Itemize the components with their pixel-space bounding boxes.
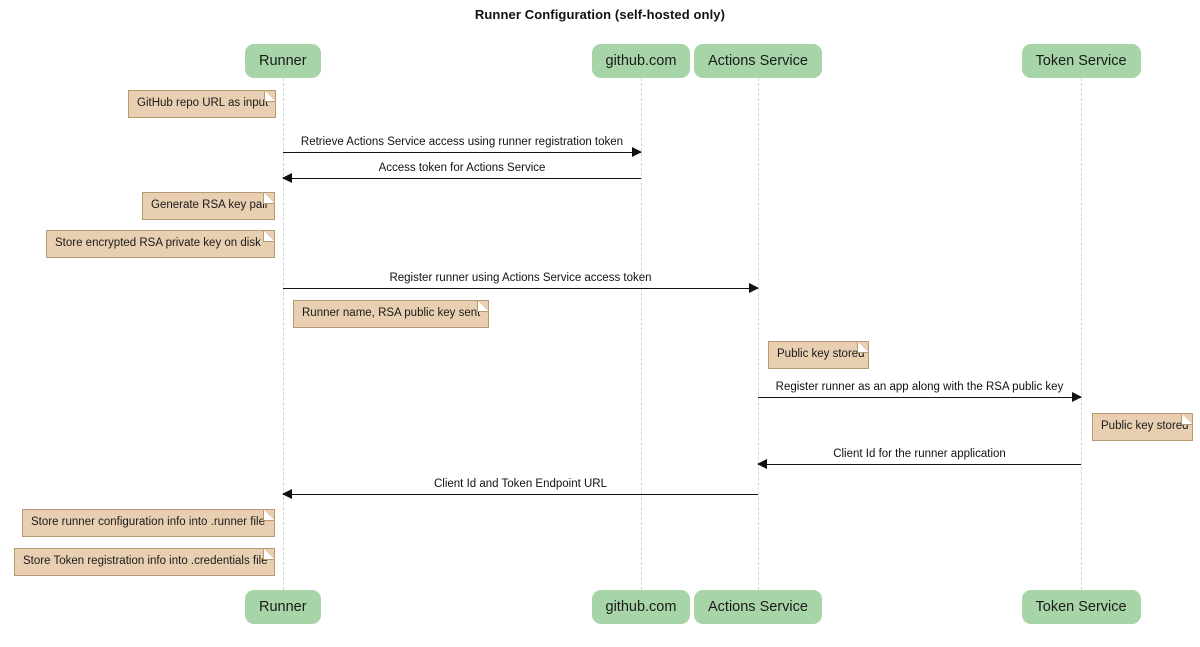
arrow-line (758, 397, 1081, 398)
arrow-line (283, 152, 641, 153)
arrow-head-icon (282, 489, 292, 499)
note-text: Store encrypted RSA private key on disk (55, 237, 261, 249)
arrow-head-icon (282, 173, 292, 183)
message-label: Register runner as an app along with the… (775, 381, 1064, 393)
arrow-line (283, 288, 758, 289)
arrow-head-icon (1072, 392, 1082, 402)
lifeline-actions (758, 78, 759, 590)
message-label: Client Id for the runner application (833, 448, 1006, 460)
lifeline-github (641, 78, 642, 590)
arrow-head-icon (749, 283, 759, 293)
note-text: Store Token registration info into .cred… (23, 555, 268, 567)
message-label: Register runner using Actions Service ac… (389, 272, 652, 284)
note-box: Runner name, RSA public key sent (293, 300, 489, 328)
participant-label: Actions Service (708, 599, 808, 615)
note-text: GitHub repo URL as input (137, 97, 269, 109)
participant-label: Actions Service (708, 53, 808, 69)
note-box: Public key stored (1092, 413, 1193, 441)
message-label: Access token for Actions Service (378, 162, 546, 174)
message-label: Client Id and Token Endpoint URL (433, 478, 608, 490)
arrow-line (758, 464, 1081, 465)
participant-label: Token Service (1035, 599, 1127, 615)
arrow-head-icon (757, 459, 767, 469)
lifeline-token (1081, 78, 1082, 590)
participant-label: Runner (259, 599, 307, 615)
note-box: Store runner configuration info into .ru… (22, 509, 275, 537)
participant-top-runner[interactable]: Runner (245, 44, 321, 78)
participant-label: github.com (605, 53, 677, 69)
participant-label: Token Service (1035, 53, 1127, 69)
arrow-head-icon (632, 147, 642, 157)
participant-top-github[interactable]: github.com (591, 44, 691, 78)
note-box: Generate RSA key pair (142, 192, 275, 220)
participant-bottom-token[interactable]: Token Service (1021, 590, 1141, 624)
participant-top-token[interactable]: Token Service (1021, 44, 1141, 78)
note-box: Store Token registration info into .cred… (14, 548, 275, 576)
note-box: Public key stored (768, 341, 869, 369)
participant-label: Runner (259, 53, 307, 69)
note-text: Public key stored (1101, 420, 1189, 432)
participant-label: github.com (605, 599, 677, 615)
diagram-title: Runner Configuration (self-hosted only) (474, 7, 726, 22)
participant-bottom-runner[interactable]: Runner (245, 590, 321, 624)
participant-bottom-github[interactable]: github.com (591, 590, 691, 624)
note-box: Store encrypted RSA private key on disk (46, 230, 275, 258)
note-box: GitHub repo URL as input (128, 90, 276, 118)
note-text: Runner name, RSA public key sent (302, 307, 481, 319)
arrow-line (283, 494, 758, 495)
arrow-line (283, 178, 641, 179)
note-text: Store runner configuration info into .ru… (31, 516, 265, 528)
participant-top-actions[interactable]: Actions Service (694, 44, 822, 78)
lifeline-runner (283, 78, 284, 590)
message-label: Retrieve Actions Service access using ru… (300, 136, 624, 148)
participant-bottom-actions[interactable]: Actions Service (694, 590, 822, 624)
note-text: Generate RSA key pair (151, 199, 269, 211)
note-text: Public key stored (777, 348, 865, 360)
